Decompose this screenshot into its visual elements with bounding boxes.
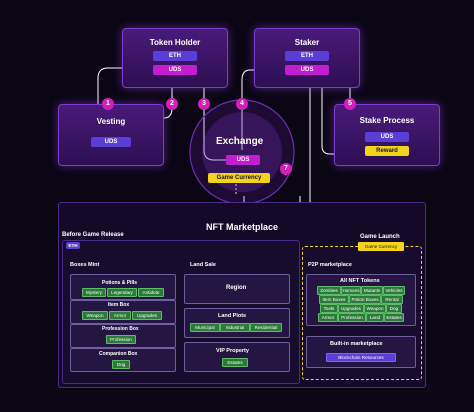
chip-nft-4: Item Boxes — [319, 295, 349, 304]
all-nft-title: All NFT Tokens — [340, 278, 380, 284]
vip-property-title: VIP Property — [216, 348, 249, 354]
exchange-title: Exchange — [216, 136, 264, 147]
chip-nft-9: Weapon — [364, 304, 386, 313]
chip-upgrades: Upgrades — [132, 311, 162, 320]
step-badge-1: 1 — [102, 98, 114, 110]
boxes-mint-title: Boxes Mint — [70, 262, 100, 268]
chip-nft-0: Zombies — [317, 286, 341, 295]
land-sale-title: Land Sale — [190, 262, 216, 268]
token-holder-uds: UDS — [153, 65, 197, 75]
step-badge-7: 7 — [280, 163, 292, 175]
profession-box-title: Profession Box — [102, 326, 139, 332]
chip-nft-2: Mutants — [361, 286, 383, 295]
step-badge-2: 2 — [166, 98, 178, 110]
staker-eth: ETH — [285, 51, 329, 61]
vesting-title: Vesting — [96, 117, 126, 126]
nft-marketplace-title: NFT Marketplace — [206, 222, 279, 232]
companion-box-title: Companion Box — [99, 351, 138, 357]
item-box-title: Item Box — [108, 302, 130, 308]
vip-property-box — [184, 342, 290, 372]
before-release-title: Before Game Release — [62, 232, 124, 238]
staker-uds: UDS — [285, 65, 329, 75]
chip-armor: Armor — [109, 311, 131, 320]
chip-nft-12: Profession — [338, 313, 366, 322]
stake-process-node: Stake Process UDS Reward — [334, 104, 440, 166]
chip-profession: Profession — [106, 335, 136, 344]
chip-nft-8: Upgrades — [338, 304, 364, 313]
staker-node: Staker ETH UDS — [254, 28, 360, 88]
game-launch-currency: Game Currency — [358, 242, 404, 251]
chip-blockchain-resources: Blockchain Resources — [326, 353, 396, 362]
chip-dog: Dog — [112, 360, 130, 369]
vesting-uds: UDS — [91, 137, 131, 147]
staker-title: Staker — [294, 38, 320, 47]
chip-nft-11: Armor — [318, 313, 338, 322]
region-label: Region — [226, 285, 247, 291]
chip-nft-7: Tools — [320, 304, 338, 313]
before-release-eth: ETH — [66, 242, 80, 249]
land-plots-title: Land Plots — [218, 313, 247, 319]
chip-industrial: Industrial — [220, 323, 250, 332]
builtin-marketplace-box — [306, 336, 416, 368]
chip-residential: Residential — [250, 323, 282, 332]
builtin-marketplace-title: Built-in marketplace — [330, 341, 383, 347]
exchange-uds: UDS — [226, 155, 260, 165]
token-holder-node: Token Holder ETH UDS — [122, 28, 228, 88]
exchange-game-currency: Game Currency — [208, 173, 270, 183]
chip-nft-14: Estates — [384, 313, 404, 322]
vesting-node: Vesting UDS — [58, 104, 164, 166]
stake-process-uds: UDS — [365, 132, 409, 142]
chip-nft-13: Land — [366, 313, 384, 322]
step-badge-3: 3 — [198, 98, 210, 110]
potions-title: Potions & Pills — [102, 280, 138, 286]
chip-nft-1: Humans — [341, 286, 361, 295]
chip-nft-6: Rental — [381, 295, 403, 304]
chip-legendary: Legendary — [107, 288, 137, 297]
step-badge-4: 4 — [236, 98, 248, 110]
token-holder-eth: ETH — [153, 51, 197, 61]
profession-box — [70, 324, 176, 348]
chip-nft-3: Vehicles — [383, 286, 405, 295]
chip-estates-vip: Estates — [222, 358, 248, 367]
token-holder-title: Token Holder — [149, 38, 201, 47]
chip-municipal: Municipal — [190, 323, 220, 332]
region-box[interactable] — [184, 274, 290, 304]
step-badge-5: 5 — [344, 98, 356, 110]
chip-antidote: Antidote — [138, 288, 164, 297]
chip-mystery: Mystery — [82, 288, 106, 297]
game-launch-title: Game Launch — [360, 234, 400, 240]
stake-process-title: Stake Process — [359, 116, 415, 125]
chip-nft-10: Dog — [386, 304, 402, 313]
chip-nft-5: Potion Boxes — [349, 295, 381, 304]
p2p-title: P2P marketplace — [308, 262, 352, 268]
chip-weapon: Weapon — [82, 311, 108, 320]
stake-process-reward: Reward — [365, 146, 409, 156]
